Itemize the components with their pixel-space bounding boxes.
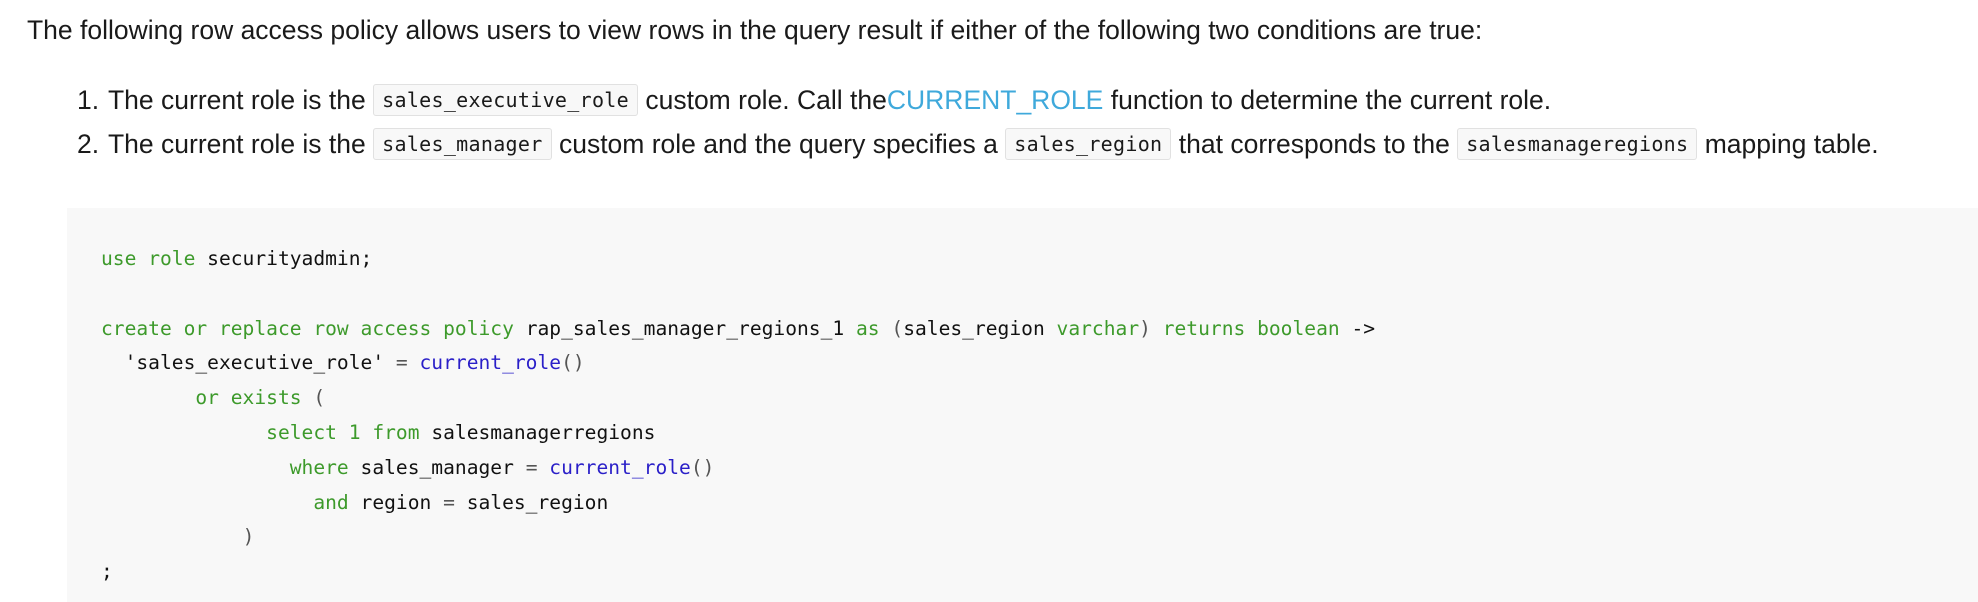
- code-keyword: and: [313, 490, 349, 514]
- intro-paragraph: The following row access policy allows u…: [27, 15, 1483, 45]
- code-function: current_role: [419, 351, 562, 375]
- code-line: use role securityadmin;: [101, 247, 372, 270]
- code-punctuation: ): [242, 525, 255, 549]
- code-block[interactable]: use role securityadmin; create or replac…: [67, 208, 1978, 602]
- code-operator: =: [443, 490, 455, 514]
- code-line: ): [101, 525, 255, 549]
- condition-text: custom role and the query specifies a: [558, 129, 998, 159]
- code-line: and region = sales_region: [101, 491, 608, 514]
- code-keyword: or exists: [195, 386, 302, 410]
- conditions-list: 1. The current role is the sales_executi…: [0, 78, 1879, 166]
- code-keyword: returns boolean: [1162, 316, 1340, 340]
- code-line: select 1 from salesmanagerregions: [101, 421, 655, 444]
- code-operator: =: [525, 455, 538, 479]
- inline-code: sales_executive_role: [373, 84, 638, 116]
- condition-text: mapping table.: [1704, 129, 1879, 159]
- condition-text: that corresponds to the: [1178, 129, 1450, 159]
- code-line: create or replace row access policy rap_…: [101, 317, 1375, 340]
- code-line: 'sales_executive_role' = current_role(): [101, 351, 585, 374]
- code-keyword: select: [266, 420, 337, 444]
- code-operator: ->: [1351, 316, 1376, 340]
- condition-text: The current role is the: [108, 129, 366, 159]
- inline-code: sales_manager: [373, 128, 552, 160]
- current-role-link[interactable]: CURRENT_ROLE: [886, 85, 1104, 115]
- code-keyword: role: [148, 247, 196, 270]
- code-line: ;: [101, 560, 113, 583]
- code-identifier: salesmanagerregions: [431, 420, 656, 444]
- code-identifier: securityadmin;: [207, 247, 373, 270]
- condition-text: custom role. Call the: [645, 85, 887, 115]
- condition-text: function to determine the current role.: [1110, 85, 1552, 115]
- code-number: 1: [348, 420, 361, 444]
- code-keyword: where: [289, 455, 349, 479]
- condition-text: The current role is the: [108, 85, 366, 115]
- code-punctuation: (): [690, 455, 715, 479]
- code-keyword: create or replace row access policy: [101, 316, 514, 340]
- code-keyword: varchar: [1056, 316, 1140, 340]
- code-punctuation: (: [313, 386, 326, 410]
- code-punctuation: ): [1139, 316, 1151, 340]
- list-item: 1. The current role is the sales_executi…: [0, 78, 1879, 122]
- code-punctuation: ;: [101, 560, 113, 584]
- code-function: current_role: [549, 455, 691, 479]
- code-identifier: region: [360, 490, 432, 514]
- code-operator: =: [395, 351, 408, 375]
- code-identifier: sales_manager: [360, 455, 514, 479]
- code-line: where sales_manager = current_role(): [101, 455, 715, 479]
- inline-code: sales_region: [1005, 128, 1172, 160]
- code-identifier: sales_region: [903, 316, 1045, 340]
- code-punctuation: (): [561, 351, 585, 375]
- code-line: or exists (: [101, 386, 325, 409]
- code-string: 'sales_executive_role': [124, 351, 385, 375]
- sql-code[interactable]: use role securityadmin; create or replac…: [101, 242, 1375, 590]
- list-number: 1.: [77, 85, 100, 115]
- code-keyword: use: [101, 247, 137, 270]
- code-identifier: rap_sales_manager_regions_1: [525, 316, 845, 340]
- list-item: 2. The current role is the sales_manager…: [0, 122, 1879, 166]
- code-keyword: as: [856, 316, 880, 340]
- code-identifier: sales_region: [466, 490, 609, 514]
- inline-code: salesmanageregions: [1457, 128, 1698, 160]
- code-keyword: from: [372, 420, 420, 444]
- code-punctuation: (: [891, 316, 904, 340]
- list-number: 2.: [77, 129, 100, 159]
